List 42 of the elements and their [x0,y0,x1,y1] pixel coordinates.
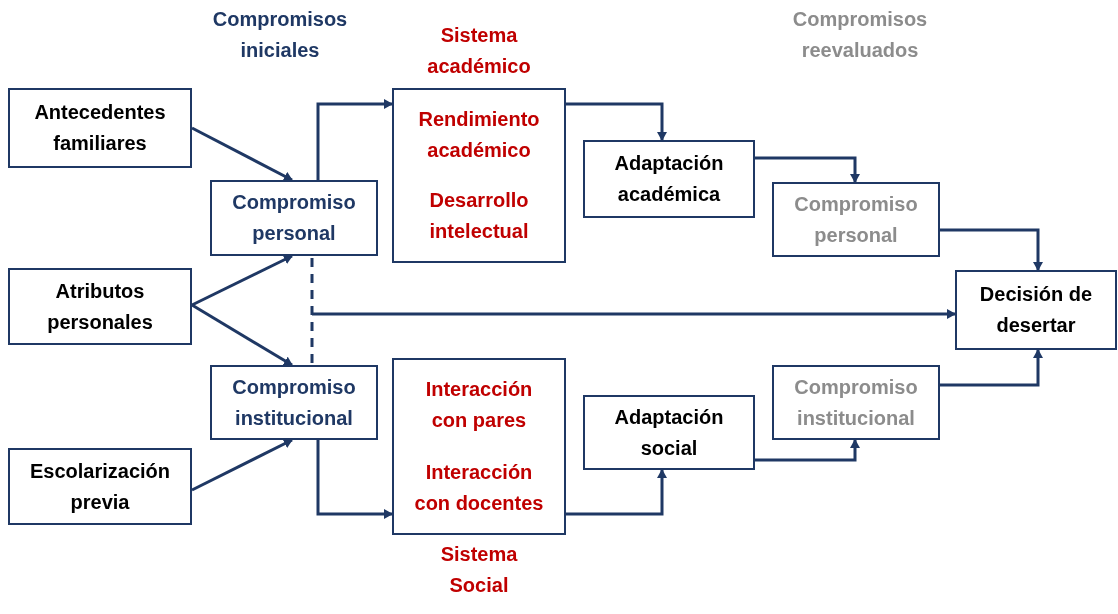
arrow [755,439,860,462]
column-heading: Compromisos iniciales [211,7,349,63]
node-text: Rendimiento académico [417,106,541,163]
arrow [191,254,293,307]
process-box [772,182,940,257]
process-box [583,140,755,218]
arrow [312,309,956,319]
arrow [191,438,293,492]
process-box [772,365,940,440]
node-text: Compromiso institucional [793,374,919,431]
process-box [8,448,192,525]
system-heading: Sistema académico [426,23,532,79]
node-text: Atributos personales [46,278,154,335]
arrow [191,126,293,182]
node-text: Desarrollo intelectual [428,188,530,245]
arrow [755,156,860,183]
arrow [566,469,667,516]
node-text: Interacción con docentes [413,459,545,516]
node-text: Adaptación académica [613,151,725,207]
node-text: Decisión de desertar [978,282,1094,338]
system-heading: Sistema Social [439,542,519,598]
node-text: Compromiso personal [231,190,357,246]
arrow [940,349,1043,387]
process-box [8,268,192,345]
process-box [8,88,192,168]
arrow [316,99,393,180]
node-text: Antecedentes familiares [33,100,167,156]
node-text: Adaptación social [613,404,725,461]
arrow [566,102,667,141]
process-box [583,395,755,470]
process-box [210,365,378,440]
process-box [210,180,378,256]
arrow [191,303,293,367]
process-box [955,270,1117,350]
node-text: Escolarización previa [28,458,172,515]
node-text: Compromiso personal [793,191,919,248]
node-text: Interacción con pares [424,377,534,434]
dashed-line [310,258,314,365]
arrow [940,228,1043,271]
node-text: Compromiso institucional [231,374,357,431]
column-heading: Compromisos reevaluados [791,7,929,63]
arrow [316,440,393,519]
